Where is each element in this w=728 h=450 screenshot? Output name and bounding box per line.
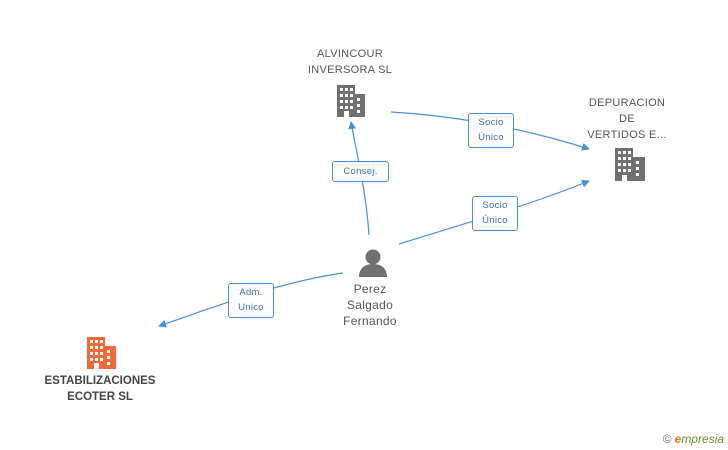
copyright-symbol: © — [662, 432, 672, 446]
building-icon[interactable] — [615, 148, 645, 181]
node-label-line: ECOTER SL — [67, 391, 133, 403]
node-label-line: VERTIDOS E... — [587, 129, 667, 141]
brand-logo-text: mpresia — [681, 432, 724, 446]
relation-label-line: Socio — [478, 117, 504, 128]
node-label-alvincour[interactable]: ALVINCOUR INVERSORA SL — [290, 46, 410, 78]
node-label-perez[interactable]: Perez Salgado Fernando — [320, 281, 420, 329]
node-label-line: DE — [619, 113, 635, 125]
node-label-line: Salgado — [346, 298, 394, 312]
node-label-line: ALVINCOUR — [316, 48, 384, 60]
relation-label-line: Adm. — [239, 287, 263, 298]
relation-label-socio-unico: Socio Único — [472, 196, 518, 231]
brand-logo-initial: e — [674, 432, 682, 446]
node-label-line: DEPURACION — [588, 97, 666, 109]
building-icon[interactable] — [87, 337, 116, 369]
node-label-line: ESTABILIZACIONES — [44, 375, 156, 387]
node-label-line: Fernando — [343, 314, 397, 328]
relation-label-consej: Consej. — [332, 161, 389, 182]
node-label-line: INVERSORA SL — [307, 64, 393, 76]
node-label-estabilizaciones[interactable]: ESTABILIZACIONES ECOTER SL — [30, 373, 170, 405]
relation-label-line: Único — [478, 132, 504, 143]
node-label-line: Perez — [353, 282, 387, 296]
building-icon[interactable] — [337, 85, 365, 117]
brand-footer[interactable]: ©empresia — [663, 432, 724, 446]
person-icon[interactable] — [359, 249, 387, 278]
relation-label-line: Consej. — [343, 166, 378, 177]
relation-label-socio-unico: Socio Único — [468, 113, 514, 148]
node-label-depuracion[interactable]: DEPURACION DE VERTIDOS E... — [572, 95, 682, 143]
relation-label-line: Socio — [482, 200, 508, 211]
relation-label-line: Unico — [238, 302, 264, 313]
relation-label-adm-unico: Adm. Unico — [228, 283, 274, 318]
relation-label-line: Único — [482, 215, 508, 226]
